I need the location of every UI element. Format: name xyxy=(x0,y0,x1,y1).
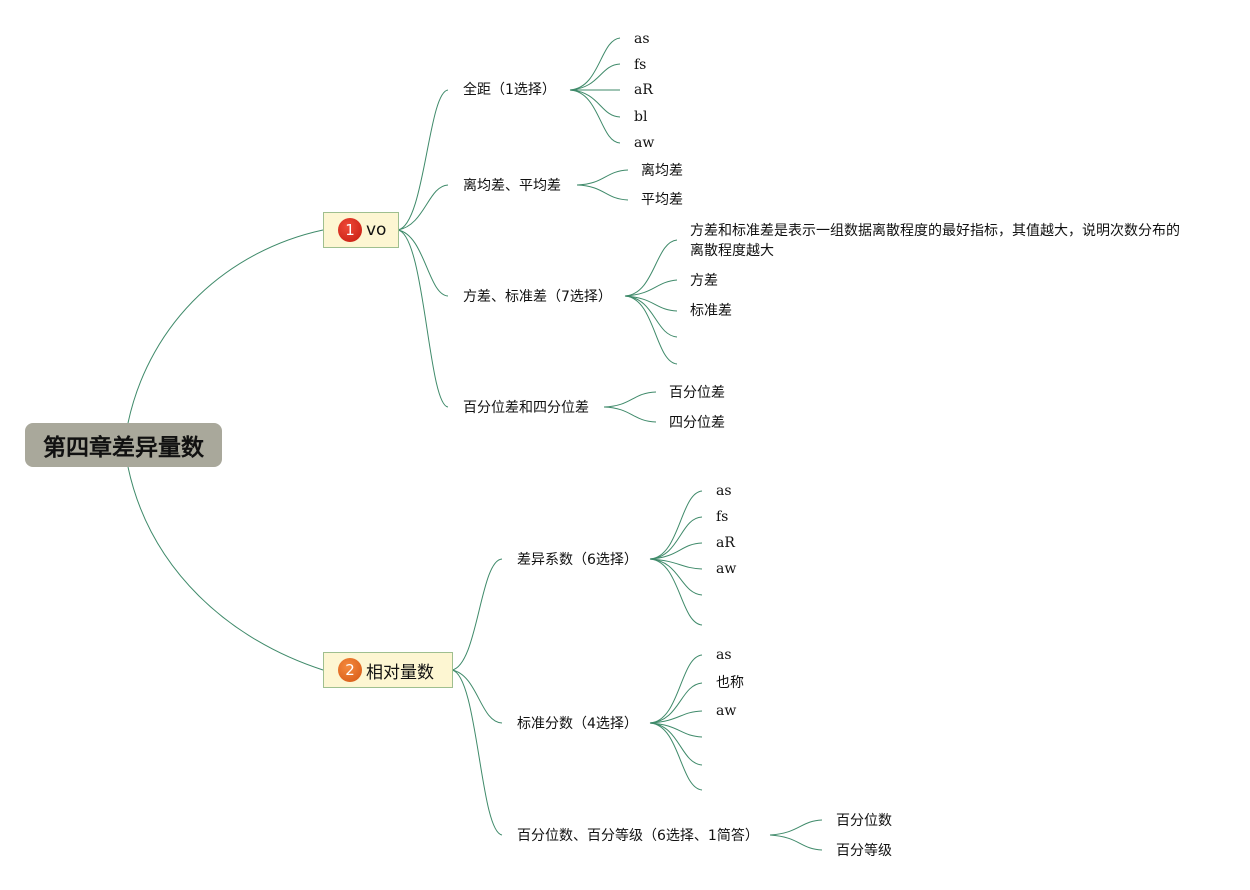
leaf-note[interactable]: 方差和标准差是表示一组数据离散程度的最好指标，其值越大，说明次数分布的离散程度越… xyxy=(690,223,1180,259)
link-meandev-2 xyxy=(576,184,629,201)
link-cv-3 xyxy=(649,542,703,560)
link-vo-variance xyxy=(397,229,449,297)
link-range-fs xyxy=(569,63,621,91)
link-rel-z xyxy=(451,669,503,724)
link-var-2 xyxy=(624,279,678,297)
leaf[interactable]: bl xyxy=(634,109,648,125)
leaf[interactable]: 四分位差 xyxy=(669,415,725,431)
leaf[interactable]: as xyxy=(716,483,732,499)
link-var-5 xyxy=(624,295,678,365)
leaf[interactable]: aw xyxy=(634,135,655,151)
branch-label: vo xyxy=(366,220,387,240)
root-topic[interactable]: 第四章差异量数 xyxy=(25,423,222,467)
leaf[interactable]: fs xyxy=(634,57,647,73)
branch-relative-measures[interactable]: 2 相对量数 xyxy=(323,652,453,688)
leaf[interactable]: aR xyxy=(716,535,735,551)
link-pct-2 xyxy=(603,406,657,423)
leaf[interactable]: 标准差 xyxy=(690,303,732,319)
subtopic-percentile-rank[interactable]: 百分位数、百分等级（6选择、1简答） xyxy=(517,828,759,844)
leaf[interactable]: 百分位差 xyxy=(669,385,725,401)
subtopic-coefficient-of-variation[interactable]: 差异系数（6选择） xyxy=(517,552,638,568)
subtopic-mean-deviation[interactable]: 离均差、平均差 xyxy=(463,178,561,194)
subtopic-percentile-range[interactable]: 百分位差和四分位差 xyxy=(463,400,589,416)
link-cv-6 xyxy=(649,558,703,626)
leaf[interactable]: 百分位数 xyxy=(836,813,892,829)
leaf[interactable]: 方差 xyxy=(690,273,718,289)
priority-1-icon: 1 xyxy=(338,218,362,242)
leaf[interactable]: aw xyxy=(716,703,737,719)
branch-vo[interactable]: 1 vo xyxy=(323,212,399,248)
link-meandev-1 xyxy=(576,169,629,186)
link-var-4 xyxy=(624,295,678,338)
link-z-2 xyxy=(649,682,703,724)
link-vo-range xyxy=(397,89,449,231)
link-cv-1 xyxy=(649,490,703,560)
link-z-5 xyxy=(649,722,703,766)
root-title: 第四章差异量数 xyxy=(43,435,204,461)
link-cv-5 xyxy=(649,558,703,596)
leaf[interactable]: 平均差 xyxy=(641,192,683,208)
link-pr-2 xyxy=(769,834,823,851)
leaf[interactable]: 也称 xyxy=(716,675,744,691)
link-z-3 xyxy=(649,710,703,724)
link-var-1 xyxy=(624,239,678,297)
subtopic-standard-score[interactable]: 标准分数（4选择） xyxy=(517,716,638,732)
leaf[interactable]: 百分等级 xyxy=(836,843,892,859)
link-range-bl xyxy=(569,89,621,118)
leaf[interactable]: as xyxy=(634,31,650,47)
branch-label: 相对量数 xyxy=(366,662,434,683)
leaf[interactable]: fs xyxy=(716,509,729,525)
link-rel-cv xyxy=(451,558,503,671)
subtopic-range[interactable]: 全距（1选择） xyxy=(463,82,556,98)
subtopic-variance[interactable]: 方差、标准差（7选择） xyxy=(463,289,612,305)
link-pct-1 xyxy=(603,391,657,408)
link-z-6 xyxy=(649,722,703,791)
link-var-3 xyxy=(624,295,678,312)
link-z-1 xyxy=(649,654,703,724)
link-vo-percentile xyxy=(397,229,449,408)
link-pr-1 xyxy=(769,819,823,836)
leaf[interactable]: 离均差 xyxy=(641,163,683,179)
leaf[interactable]: aR xyxy=(634,82,653,98)
link-rel-pr xyxy=(451,669,503,836)
link-cv-2 xyxy=(649,516,703,560)
link-root-relative xyxy=(127,466,324,671)
priority-2-icon: 2 xyxy=(338,658,362,682)
leaf[interactable]: as xyxy=(716,647,732,663)
link-range-as xyxy=(569,37,621,91)
link-root-vo xyxy=(127,229,324,424)
link-vo-meandev xyxy=(397,184,449,231)
link-range-aw xyxy=(569,89,621,144)
leaf[interactable]: aw xyxy=(716,561,737,577)
